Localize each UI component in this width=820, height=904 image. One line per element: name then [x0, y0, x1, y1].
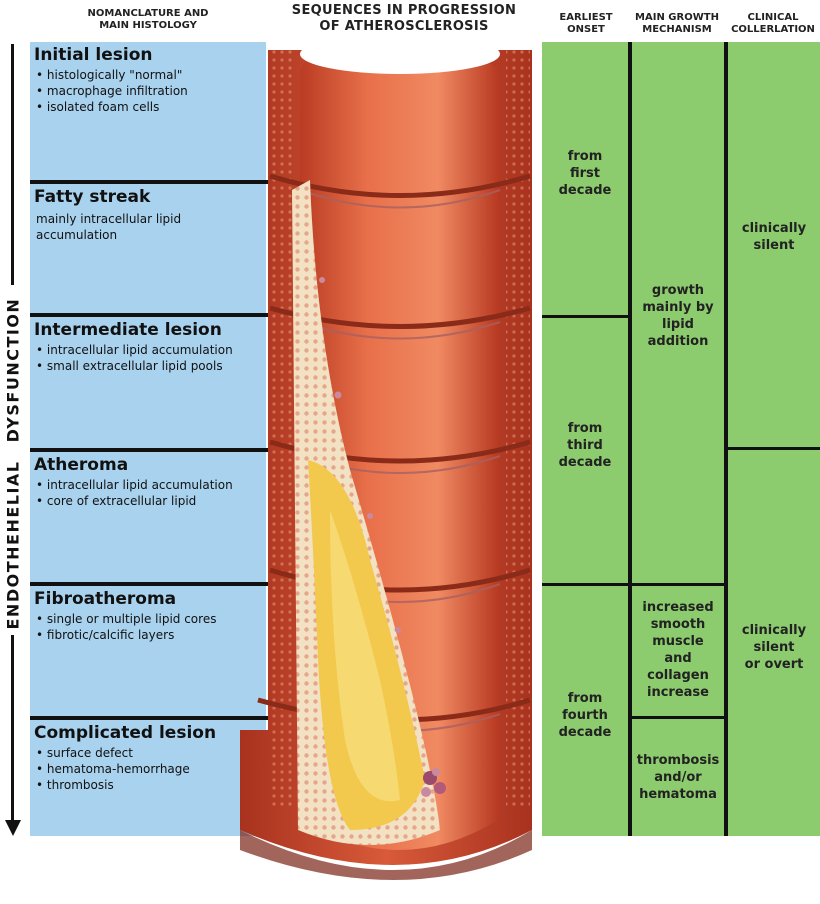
column-divider: [724, 42, 728, 836]
list-item: hematoma-hemorrhage: [36, 761, 190, 777]
header-growth: MAIN GROWTH MECHANISM: [635, 12, 719, 35]
header-nomenclature: NOMANCLATURE AND MAIN HISTOLOGY: [87, 8, 209, 31]
stage-atheroma: Atheroma intracellular lipid accumulatio…: [30, 452, 266, 582]
stage-divider: [30, 448, 270, 452]
list-item: fibrotic/calcific layers: [36, 627, 216, 643]
stage-initial-lesion: Initial lesion histologically "normal" m…: [30, 42, 266, 180]
onset-fourth-decade: from fourth decade: [558, 691, 612, 740]
stage-title: Fibroatheroma: [34, 589, 177, 609]
stage-divider: [30, 180, 270, 184]
stage-title: Intermediate lesion: [34, 320, 222, 340]
artery-illustration: [240, 40, 532, 880]
stage-divider: [30, 582, 270, 586]
onset-third-decade: from third decade: [558, 421, 612, 470]
clinical-divider: [728, 447, 820, 450]
onset-column: [542, 42, 628, 836]
growth-thrombosis: thrombosis and/or hematoma: [636, 753, 720, 802]
side-label-endothelial: ENDOTHEHELIAL: [3, 460, 23, 630]
list-item: isolated foam cells: [36, 99, 188, 115]
side-axis: DYSFUNCTION ENDOTHEHELIAL: [0, 40, 26, 840]
stage-histology-text: mainly intracellular lipid accumulation: [36, 211, 181, 243]
list-item: thrombosis: [36, 777, 190, 793]
list-item: histologically "normal": [36, 67, 188, 83]
stage-title: Complicated lesion: [34, 723, 217, 743]
list-item: mainly intracellular lipid: [36, 212, 182, 226]
list-item: macrophage infiltration: [36, 83, 188, 99]
growth-lipid-addition: growth mainly by lipid addition: [642, 283, 714, 349]
list-item: small extracellular lipid pools: [36, 358, 233, 374]
list-item: core of extracellular lipid: [36, 493, 233, 509]
stage-divider: [30, 313, 270, 317]
stage-title: Initial lesion: [34, 45, 153, 65]
side-label-dysfunction: DYSFUNCTION: [3, 297, 23, 443]
onset-divider: [542, 315, 628, 318]
header-onset: EARLIEST ONSET: [559, 12, 613, 35]
growth-divider: [632, 716, 724, 719]
stage-histology-list: surface defect hematoma-hemorrhage throm…: [36, 745, 190, 793]
list-item: intracellular lipid accumulation: [36, 477, 233, 493]
onset-first-decade: from first decade: [558, 149, 612, 198]
header-clinical: CLINICAL COLLERLATION: [731, 12, 815, 35]
stage-divider: [30, 716, 270, 720]
thrombus: [421, 768, 446, 797]
stage-histology-list: single or multiple lipid cores fibrotic/…: [36, 611, 217, 643]
stage-title: Atheroma: [34, 455, 129, 475]
onset-divider: [542, 583, 628, 586]
growth-smooth-muscle: increased smooth muscle and collagen inc…: [642, 600, 714, 700]
clinical-silent: clinically silent: [741, 221, 807, 253]
column-divider: [628, 42, 632, 836]
artery-opening: [300, 40, 500, 74]
list-item: single or multiple lipid cores: [36, 611, 217, 627]
list-item: surface defect: [36, 745, 190, 761]
progression-arrow-head-icon: [5, 820, 21, 836]
stage-fibroatheroma: Fibroatheroma single or multiple lipid c…: [30, 586, 266, 716]
stage-histology-list: histologically "normal" macrophage infil…: [36, 67, 188, 115]
stage-histology-list: intracellular lipid accumulation core of…: [36, 477, 233, 509]
list-item: accumulation: [36, 228, 118, 242]
growth-column: [632, 42, 724, 836]
clinical-column: [728, 42, 820, 836]
stage-intermediate-lesion: Intermediate lesion intracellular lipid …: [30, 317, 266, 448]
stage-title: Fatty streak: [34, 187, 151, 207]
stage-fatty-streak: Fatty streak mainly intracellular lipid …: [30, 184, 266, 313]
header-sequences: SEQUENCES IN PROGRESSION OF ATHEROSCLERO…: [291, 3, 517, 34]
stage-histology-list: intracellular lipid accumulation small e…: [36, 342, 233, 374]
artery-wall-texture: [268, 50, 292, 810]
clinical-silent-or-overt: clinically silent or overt: [741, 623, 807, 672]
stage-complicated-lesion: Complicated lesion surface defect hemato…: [30, 720, 266, 836]
list-item: intracellular lipid accumulation: [36, 342, 233, 358]
growth-divider: [632, 583, 724, 586]
